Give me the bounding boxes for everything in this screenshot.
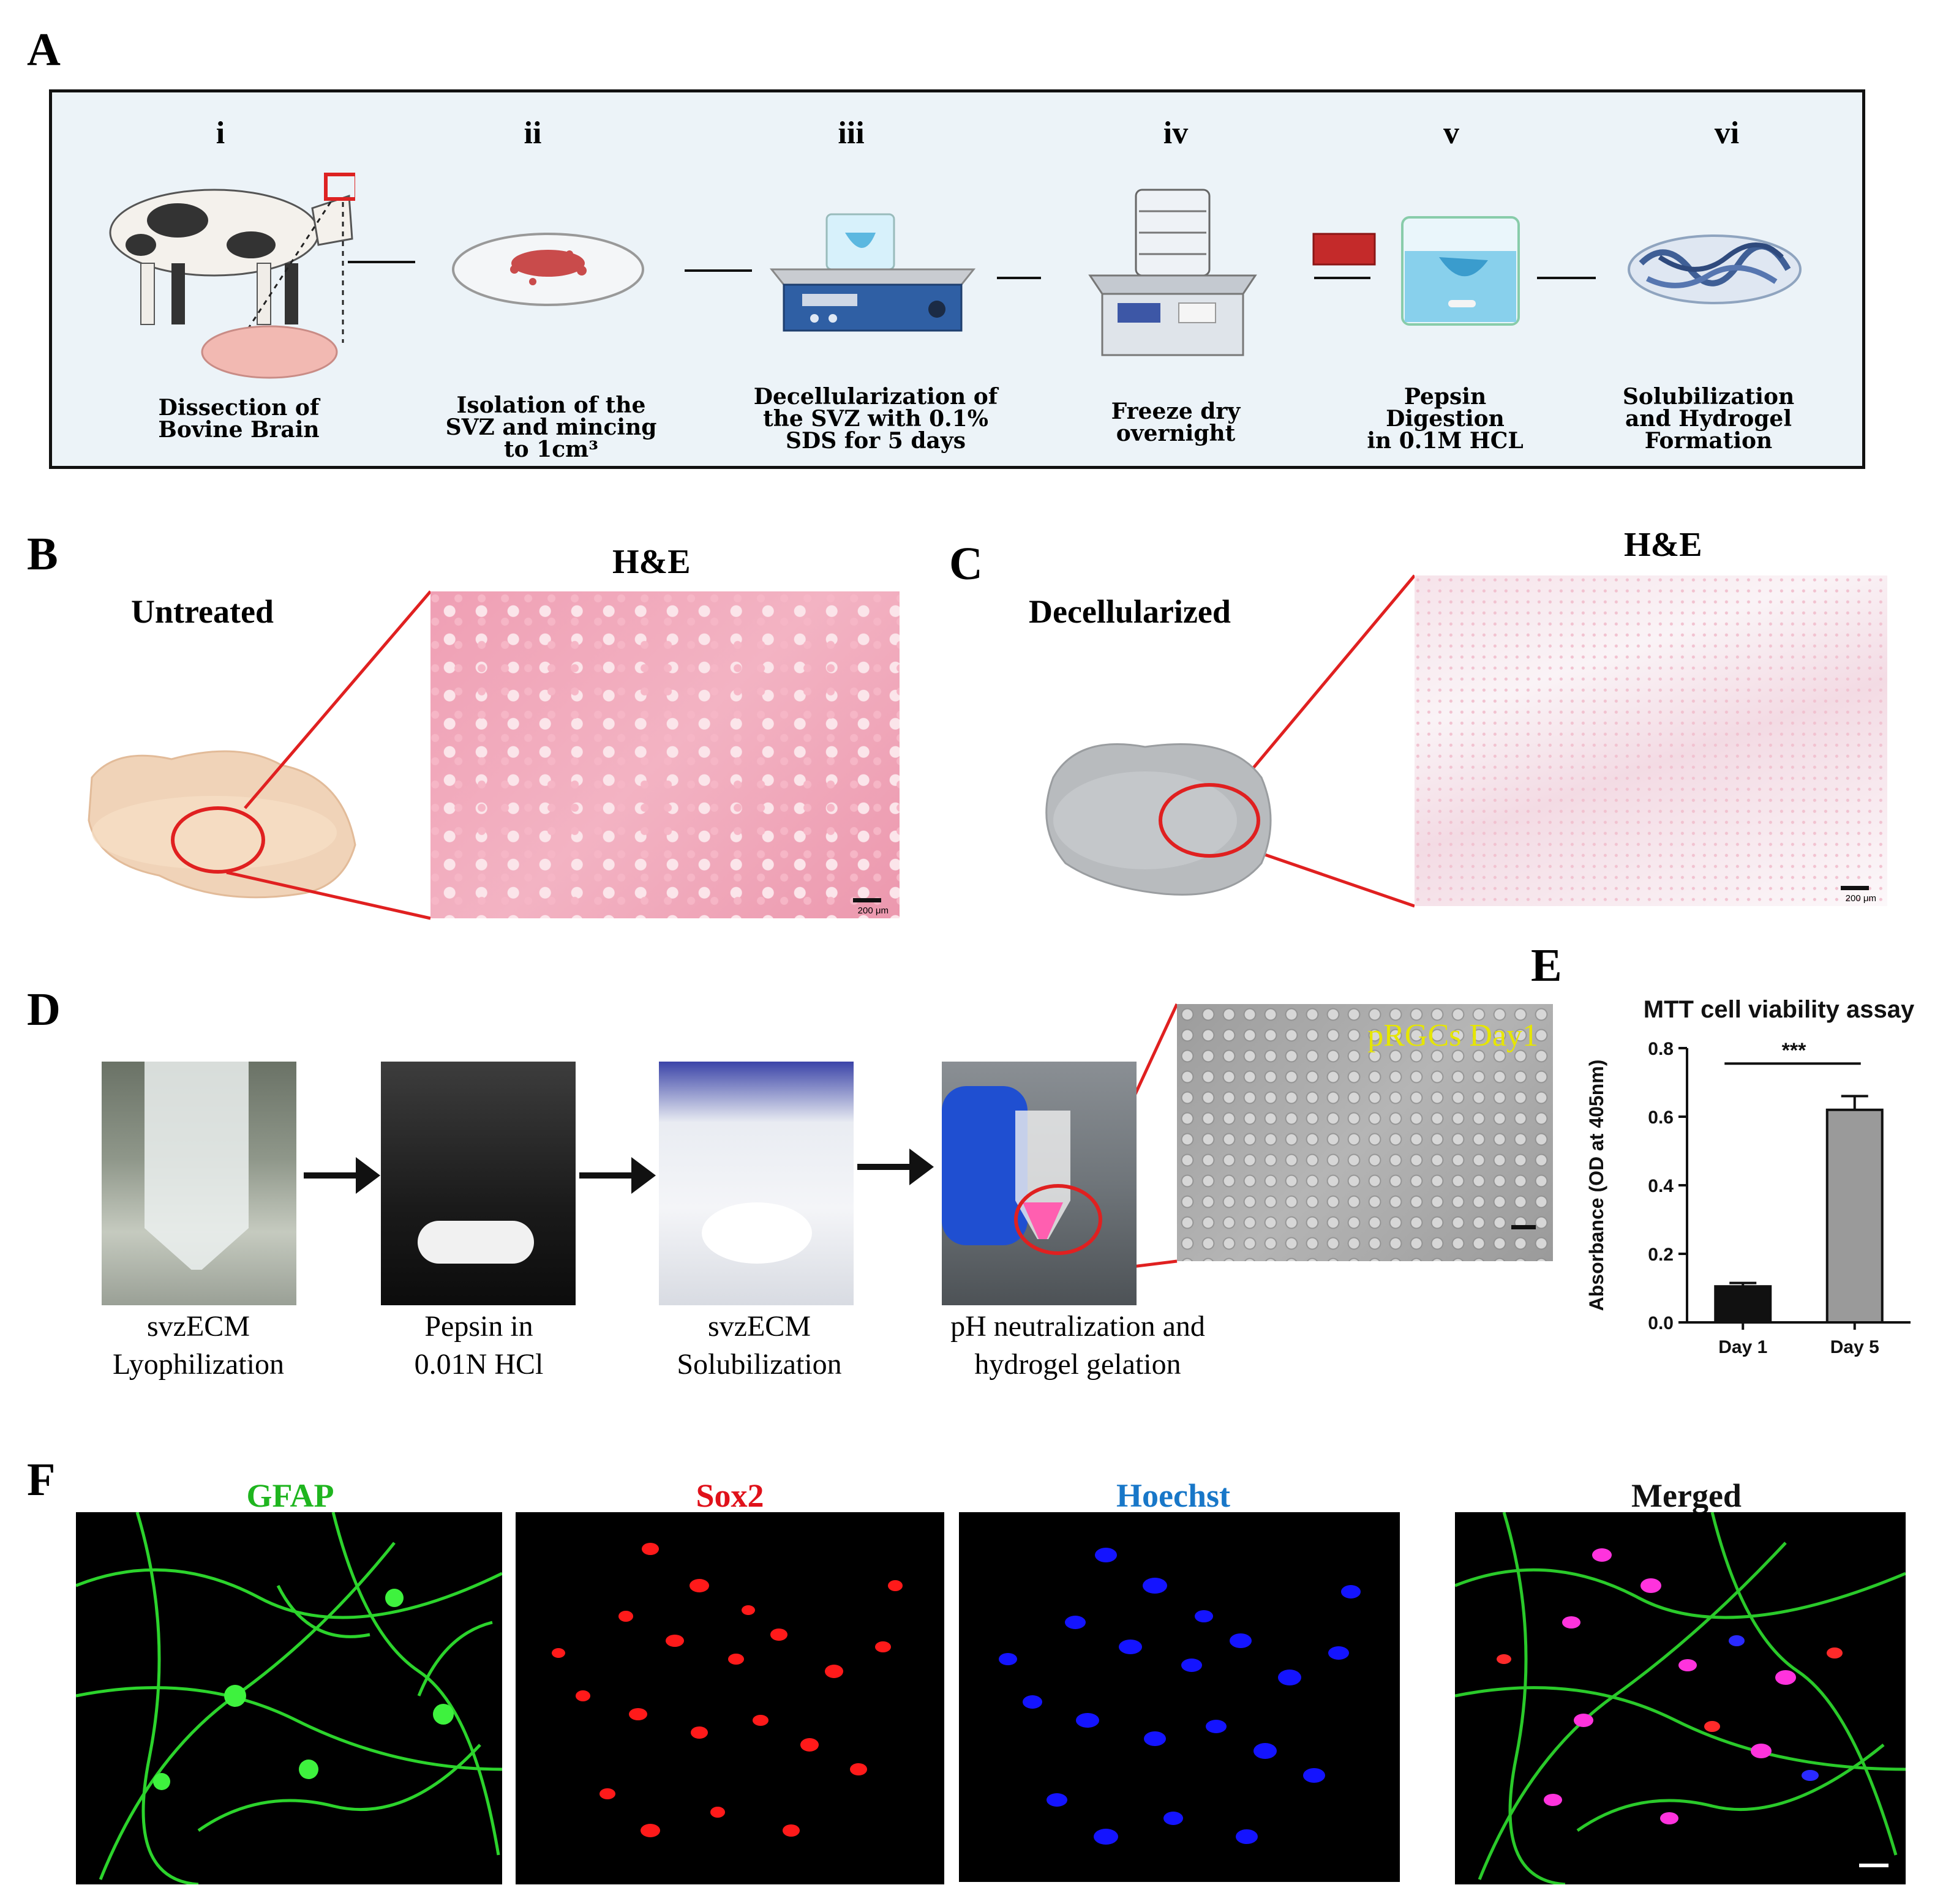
- merged-title: Merged: [1631, 1477, 1742, 1514]
- d-caption-2: Pepsin in 0.01N HCl: [414, 1310, 544, 1381]
- ecm-solution-shape: [702, 1202, 812, 1264]
- prgc-micrograph: pRGCs Day1: [1177, 1004, 1553, 1261]
- arrow-d-3: [857, 1149, 934, 1185]
- y-tick-label: 0.6: [1648, 1108, 1674, 1128]
- chart-bars: ***: [1714, 1039, 1884, 1324]
- scale-bar-f: [1859, 1864, 1889, 1867]
- glove-shape: [942, 1086, 1028, 1245]
- d-caption-3: svzECM Solubilization: [677, 1310, 842, 1381]
- y-tick-label: 0.8: [1648, 1039, 1674, 1059]
- arrow-5: [1537, 277, 1596, 279]
- panel-letter-c: C: [949, 538, 983, 590]
- gfap-image: [76, 1512, 502, 1884]
- step-caption-6: Solubilization and Hydrogel Formation: [1622, 384, 1795, 454]
- panel-letter-d: D: [27, 984, 61, 1035]
- merged-image: [1455, 1512, 1906, 1884]
- step-numeral-5: v: [1443, 116, 1459, 151]
- scale-bar-label-b: 200 μm: [857, 905, 889, 916]
- petri-dish-illustration: [452, 233, 644, 306]
- step-numeral-2: ii: [524, 116, 542, 151]
- sox2-title: Sox2: [696, 1477, 764, 1514]
- tube-shape-1: [145, 1062, 249, 1270]
- hoechst-title: Hoechst: [1116, 1477, 1230, 1514]
- stirrer-illustration: [769, 213, 976, 332]
- arrow-d-1: [304, 1157, 380, 1194]
- significance-marker: ***: [1782, 1039, 1806, 1062]
- mtt-chart: MTT cell viability assay Absorbance (OD …: [1585, 996, 1915, 1357]
- x-tick-label: Day 1: [1718, 1337, 1767, 1357]
- panel-letter-f: F: [27, 1454, 56, 1505]
- arrow-4: [1314, 277, 1370, 279]
- decellularized-tissue-photo: [1045, 743, 1272, 896]
- scale-bar-c: [1841, 886, 1869, 890]
- step-numeral-4: iv: [1163, 116, 1189, 151]
- untreated-label: Untreated: [131, 593, 274, 630]
- y-tick-label: 0.2: [1648, 1245, 1674, 1265]
- d-caption-1: svzECM Lyophilization: [113, 1310, 284, 1381]
- prgc-day1-label: pRGCs Day1: [1367, 1018, 1538, 1053]
- gelation-highlight-circle: [1014, 1184, 1102, 1255]
- step-caption-2: Isolation of the SVZ and mincing to 1cm³: [445, 392, 657, 462]
- he-label-c: H&E: [1624, 526, 1702, 564]
- lyophilization-photo: [102, 1062, 296, 1305]
- step-numeral-1: i: [216, 116, 225, 151]
- step-numeral-3: iii: [838, 116, 865, 151]
- bar-day-5: [1825, 1108, 1884, 1324]
- beaker-illustration: [1401, 216, 1520, 326]
- step-caption-3: Decellularization of the SVZ with 0.1% S…: [753, 384, 998, 454]
- y-tick-label: 0.4: [1648, 1176, 1674, 1196]
- panel-letter-b: B: [27, 528, 58, 580]
- step-caption-1: Dissection of Bovine Brain: [158, 395, 320, 443]
- panel-letter-a: A: [27, 24, 61, 75]
- d-caption-4: pH neutralization and hydrogel gelation: [950, 1310, 1205, 1381]
- arrow-2: [685, 269, 752, 272]
- scale-bar-b: [853, 898, 881, 902]
- sox2-image: [516, 1512, 944, 1884]
- he-micrograph-decellularized: 200 μm: [1415, 575, 1887, 906]
- stir-bar-shape: [418, 1221, 534, 1264]
- x-tick-label: Day 5: [1830, 1337, 1879, 1357]
- he-label-b: H&E: [612, 543, 691, 581]
- chart-ylabel: Absorbance (OD at 405nm): [1585, 1060, 1607, 1311]
- hoechst-image: [959, 1512, 1400, 1882]
- arrow-d-2: [579, 1157, 656, 1194]
- step-caption-4: Freeze dry overnight: [1111, 399, 1241, 446]
- solubilization-photo: [659, 1062, 854, 1305]
- y-tick-label: 0.0: [1648, 1313, 1674, 1333]
- decellularized-label: Decellularized: [1029, 593, 1231, 630]
- bar-day-1: [1714, 1285, 1772, 1324]
- gfap-title: GFAP: [246, 1477, 334, 1514]
- panel-letter-e: E: [1531, 940, 1562, 991]
- arrow-1: [348, 261, 415, 263]
- he-micrograph-untreated: 200 μm: [430, 591, 900, 918]
- pepsin-digestion-photo: [381, 1062, 576, 1305]
- step-caption-5: Pepsin Digestion in 0.1M HCL: [1367, 384, 1524, 454]
- step-numeral-6: vi: [1714, 116, 1740, 151]
- untreated-tissue-photo: [88, 750, 356, 899]
- scale-bar-label-c: 200 μm: [1845, 893, 1876, 904]
- freeze-dryer-illustration: [1088, 189, 1257, 356]
- tissue-block-icon: [1312, 233, 1376, 266]
- arrow-3: [997, 277, 1041, 279]
- hydrogel-illustration: [1628, 234, 1802, 304]
- scale-bar-d: [1511, 1225, 1536, 1229]
- chart-title: MTT cell viability assay: [1644, 996, 1915, 1023]
- gelation-photo: [942, 1062, 1137, 1305]
- cow-illustration: [109, 173, 355, 379]
